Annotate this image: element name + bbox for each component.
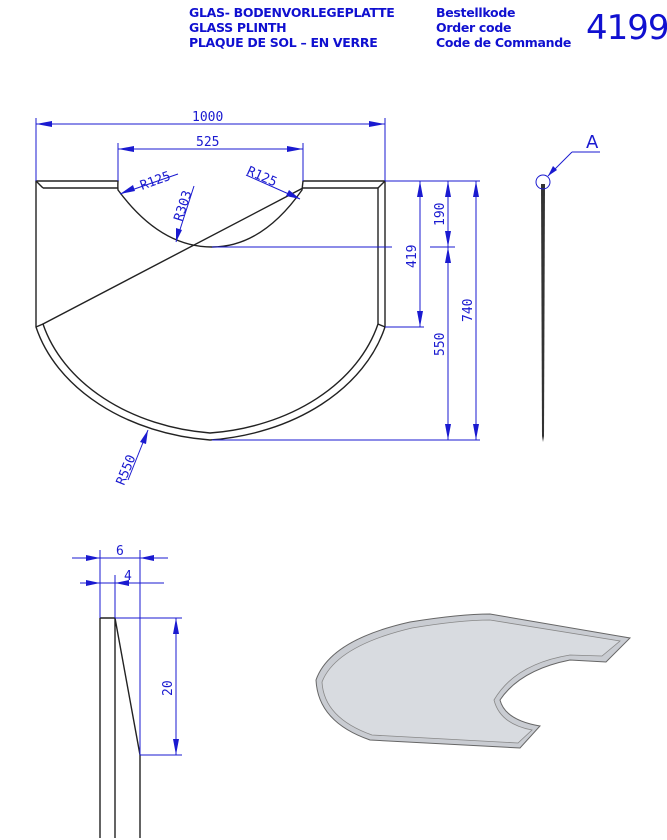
order-code-label-de: Bestellkode xyxy=(436,5,516,20)
dim-width: 1000 xyxy=(192,110,223,125)
dim-radius-outer: R550 xyxy=(114,453,140,488)
dim-radius-left: R125 xyxy=(138,169,173,194)
dim-bevel-width: 4 xyxy=(124,569,132,584)
product-titles: GLAS- BODENVORLEGEPLATTE GLASS PLINTH PL… xyxy=(189,5,395,50)
order-code-label-fr: Code de Commande xyxy=(436,35,572,50)
dim-thickness: 6 xyxy=(116,544,124,559)
plate-plan-view xyxy=(35,180,386,441)
section-detail: 6 4 20 xyxy=(72,544,182,838)
detail-label: A xyxy=(586,132,599,153)
order-code-label-en: Order code xyxy=(436,20,512,35)
order-code: 4199 xyxy=(586,8,667,48)
order-code-labels: Bestellkode Order code Code de Commande xyxy=(436,5,571,50)
dim-bevel-height: 20 xyxy=(161,680,176,696)
dim-side-height: 419 xyxy=(405,245,420,268)
title-fr: PLAQUE DE SOL – EN VERRE xyxy=(189,35,378,50)
dim-radius-cutout: R303 xyxy=(172,189,196,223)
dim-total-depth: 740 xyxy=(461,299,476,322)
title-en: GLASS PLINTH xyxy=(189,20,287,35)
plate-3d-view xyxy=(315,613,632,749)
dim-radius-right: R125 xyxy=(244,164,279,190)
dim-cutout-width: 525 xyxy=(196,135,219,150)
title-de: GLAS- BODENVORLEGEPLATTE xyxy=(189,5,395,20)
plan-dimensions: 1000 525 R125 R125 R303 R550 419 190 550… xyxy=(35,110,480,488)
side-view: A xyxy=(535,132,600,442)
dim-lower-height: 550 xyxy=(433,333,448,356)
dim-cutout-depth: 190 xyxy=(433,203,448,226)
